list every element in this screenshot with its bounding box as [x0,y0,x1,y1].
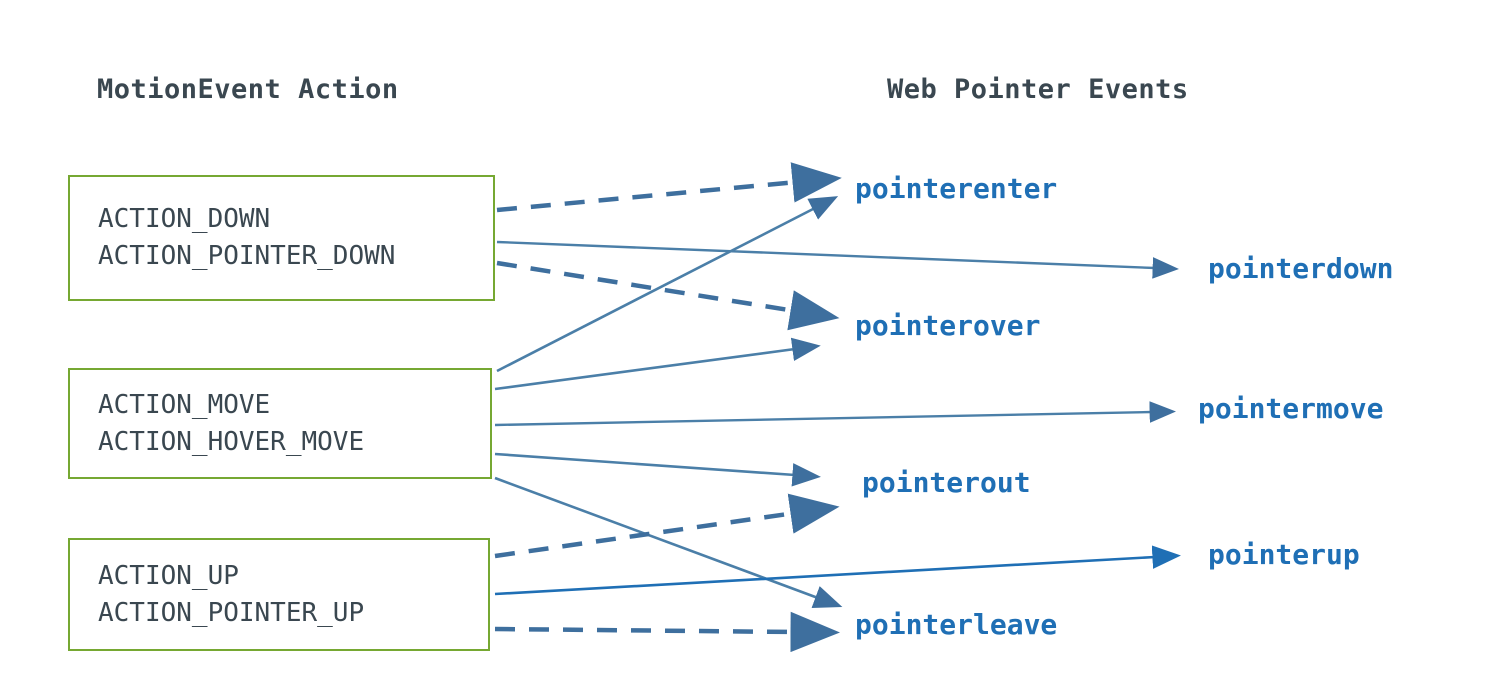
action-box-up-line-2: ACTION_POINTER_UP [98,597,365,628]
arrow-down-to-pointerover [496,260,840,331]
arrow-move-to-pointermove [494,401,1176,427]
event-label-pointerdown: pointerdown [1208,252,1394,285]
arrow-down-to-pointerdown [496,240,1179,279]
action-box-up[interactable]: ACTION_UP ACTION_POINTER_UP [68,538,490,651]
action-box-down-line-2: ACTION_POINTER_DOWN [98,241,396,271]
action-box-move-line-1: ACTION_MOVE [98,389,271,420]
arrow-up-to-pointerleave [494,611,840,653]
arrow-move-to-pointerenter [496,196,839,373]
event-label-pointerleave: pointerleave [855,608,1058,641]
arrow-move-to-pointerout [494,452,821,487]
arrow-move-to-pointerover [494,337,821,391]
event-label-pointerover: pointerover [855,309,1041,342]
arrow-up-to-pointerup [494,545,1181,596]
event-label-pointerup: pointerup [1208,538,1360,571]
action-box-move[interactable]: ACTION_MOVE ACTION_HOVER_MOVE [68,368,492,479]
event-label-pointerenter: pointerenter [855,172,1058,205]
action-box-move-line-2: ACTION_HOVER_MOVE [98,426,365,457]
event-label-pointerout: pointerout [862,466,1031,499]
event-label-pointermove: pointermove [1198,392,1384,425]
action-box-down-line-1: ACTION_DOWN [98,204,271,235]
column-header-motionevent: MotionEvent Action [97,74,399,105]
arrow-up-to-pointerout [494,493,840,559]
column-header-webpointer: Web Pointer Events [887,74,1189,105]
action-box-down[interactable]: ACTION_DOWN ACTION_POINTER_DOWN [68,175,495,301]
action-box-up-line-1: ACTION_UP [98,560,239,591]
arrow-move-to-pointerleave [494,476,843,609]
arrow-down-to-pointerenter [496,162,842,213]
